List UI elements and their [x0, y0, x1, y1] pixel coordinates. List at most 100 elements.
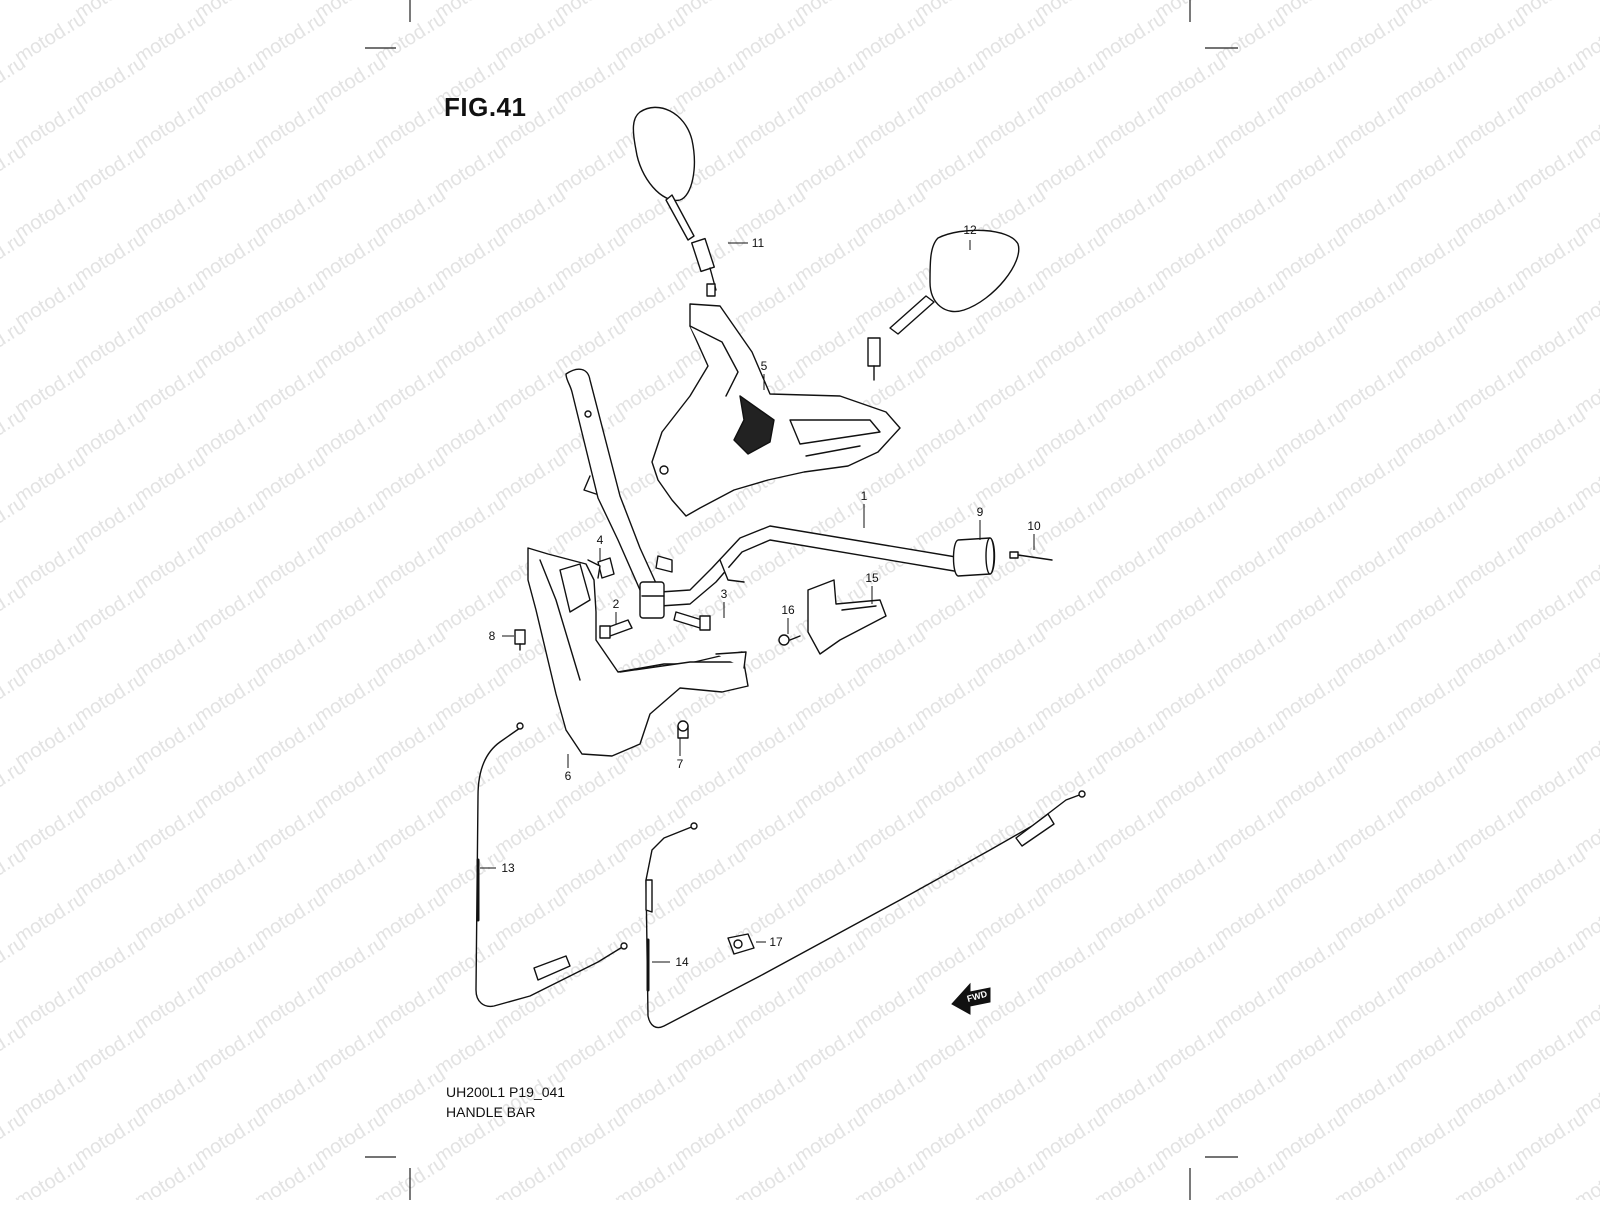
watermark-text: motod.ru [1391, 140, 1470, 200]
watermark-text: motod.ru [1391, 228, 1470, 288]
watermark-text: motod.ru [1391, 932, 1470, 992]
watermark-text: motod.ru [1271, 404, 1350, 464]
watermark-text: motod.ru [671, 844, 750, 904]
watermark-text: motod.ru [671, 580, 750, 640]
watermark-text: motod.ru [611, 976, 690, 1036]
watermark-text: motod.ru [611, 1152, 690, 1200]
watermark-text: motod.ru [731, 1064, 810, 1124]
watermark-text: motod.ru [1031, 316, 1110, 376]
watermark-text: motod.ru [131, 96, 210, 156]
watermark-text: motod.ru [191, 492, 270, 552]
watermark-text: motod.ru [1211, 448, 1290, 508]
watermark-text: motod.ru [71, 932, 150, 992]
watermark-text: motod.ru [1211, 1064, 1290, 1124]
watermark-text: motod.ru [1151, 756, 1230, 816]
watermark-text: motod.ru [851, 1064, 930, 1124]
watermark-text: motod.ru [1091, 712, 1170, 772]
callout-17: 17 [769, 935, 783, 949]
watermark-text: motod.ru [71, 756, 150, 816]
watermark-text: motod.ru [1031, 932, 1110, 992]
callout-2: 2 [613, 597, 620, 611]
watermark-text: motod.ru [1031, 492, 1110, 552]
watermark-text: motod.ru [1031, 52, 1110, 112]
watermark-text: motod.ru [1391, 844, 1470, 904]
watermark-text: motod.ru [491, 8, 570, 68]
watermark-text: motod.ru [431, 228, 510, 288]
watermark-text: motod.ru [1391, 1108, 1470, 1168]
watermark-text: motod.ru [1331, 8, 1410, 68]
watermark-text: motod.ru [551, 1108, 630, 1168]
watermark-text: motod.ru [1151, 844, 1230, 904]
watermark-text: motod.ru [431, 844, 510, 904]
watermark-text: motod.ru [311, 140, 390, 200]
watermark-text: motod.ru [551, 52, 630, 112]
watermark-text: motod.ru [1151, 228, 1230, 288]
watermark-text: motod.ru [71, 668, 150, 728]
right-mirror-part-12 [867, 229, 1020, 381]
callout-6: 6 [565, 769, 572, 783]
watermark-text: motod.ru [311, 228, 390, 288]
watermark-text: motod.ru [311, 404, 390, 464]
watermark-text: motod.ru [1271, 668, 1350, 728]
watermark-text: motod.ru [1091, 360, 1170, 420]
screw-part-16 [778, 634, 801, 646]
watermark-text: motod.ru [1451, 184, 1530, 244]
watermark-text: motod.ru [1211, 8, 1290, 68]
watermark-text: motod.ru [611, 800, 690, 860]
watermark-text: motod.ru [131, 888, 210, 948]
watermark-text: motod.ru [911, 52, 990, 112]
watermark-text: motod.ru [1451, 272, 1530, 332]
watermark-text: motod.ru [311, 1108, 390, 1168]
watermark-text: motod.ru [191, 756, 270, 816]
watermark-text: motod.ru [311, 492, 390, 552]
watermark-text: motod.ru [371, 800, 450, 860]
watermark-text: motod.ru [911, 580, 990, 640]
watermark-text: motod.ru [131, 800, 210, 860]
watermark-text: motod.ru [1511, 668, 1590, 728]
callout-leaders [480, 240, 1035, 963]
watermark-text: motod.ru [671, 1020, 750, 1080]
watermark-text: motod.ru [1511, 140, 1590, 200]
figure-code: UH200L1 P19_041 [446, 1084, 566, 1100]
watermark-text: motod.ru [1091, 1064, 1170, 1124]
watermark-text: motod.ru [851, 8, 930, 68]
watermark-text: motod.ru [1271, 844, 1350, 904]
watermark-text: motod.ru [1451, 1152, 1530, 1200]
watermark-text: motod.ru [371, 624, 450, 684]
watermark-text: motod.ru [1331, 272, 1410, 332]
watermark-text: motod.ru [1451, 624, 1530, 684]
watermark-text: motod.ru [191, 932, 270, 992]
watermark-text: motod.ru [131, 272, 210, 332]
watermark-text: motod.ru [1151, 140, 1230, 200]
watermark-text: motod.ru [1391, 580, 1470, 640]
watermark-text: motod.ru [1151, 404, 1230, 464]
watermark-text: motod.ru [1031, 756, 1110, 816]
screw-part-10 [1009, 551, 1053, 561]
watermark-text: motod.ru [191, 228, 270, 288]
watermark-text: motod.ru [1451, 712, 1530, 772]
watermark-text: motod.ru [311, 844, 390, 904]
callout-1: 1 [861, 489, 868, 503]
watermark-text: motod.ru [791, 316, 870, 376]
bolt-part-2 [599, 619, 633, 639]
watermark-text: motod.ru [911, 1020, 990, 1080]
watermark-text: motod.ru [851, 184, 930, 244]
watermark-text: motod.ru [1571, 1152, 1600, 1200]
watermark-text: motod.ru [731, 272, 810, 332]
watermark-text: motod.ru [11, 536, 90, 596]
watermark-text: motod.ru [1091, 96, 1170, 156]
watermark-text: motod.ru [731, 8, 810, 68]
watermark-text: motod.ru [311, 580, 390, 640]
watermark-text: motod.ru [71, 1020, 150, 1080]
watermark-text: motod.ru [791, 756, 870, 816]
watermark-text: motod.ru [1331, 712, 1410, 772]
watermark-text: motod.ru [1091, 8, 1170, 68]
watermark-text: motod.ru [1511, 52, 1590, 112]
watermark-text: motod.ru [191, 140, 270, 200]
watermark-text: motod.ru [971, 1064, 1050, 1124]
watermark-text: motod.ru [911, 1108, 990, 1168]
watermark-text: motod.ru [71, 844, 150, 904]
watermark-text: motod.ru [791, 140, 870, 200]
watermark-text: motod.ru [1211, 360, 1290, 420]
